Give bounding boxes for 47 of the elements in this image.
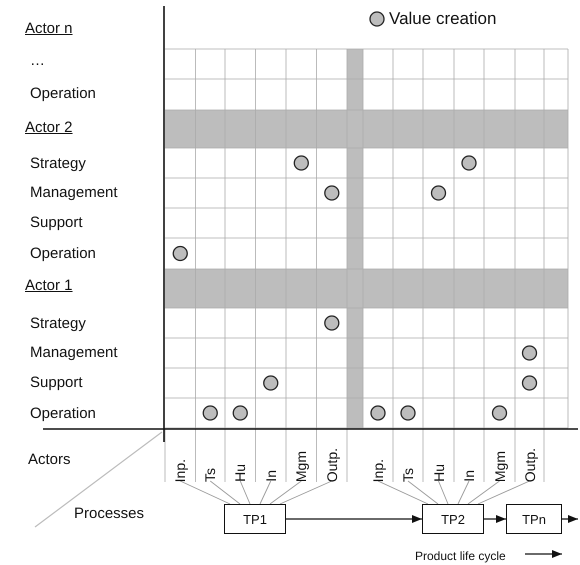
column-label: In [454, 433, 484, 482]
leader-line [210, 480, 240, 504]
column-label: Mgm [484, 433, 515, 482]
arrow [286, 515, 422, 523]
axis-label: Product life cycle [415, 548, 506, 565]
row-label: Management [30, 344, 118, 362]
leader-line [378, 480, 428, 504]
arrow [484, 515, 506, 523]
column-label: Outp. [515, 433, 544, 482]
row-label: Strategy [30, 315, 86, 333]
axis-label: Actors [28, 451, 71, 469]
column-label: In [256, 433, 286, 482]
axis-label: Processes [74, 505, 144, 523]
process-box: TPn [506, 504, 562, 534]
process-box: TP2 [422, 504, 484, 534]
row-label: … [30, 52, 45, 70]
leader-line [408, 480, 438, 504]
row-heading: Actor 1 [25, 277, 73, 295]
leader-line [468, 480, 500, 504]
row-label: Management [30, 184, 118, 202]
legend-label: Value creation [389, 10, 496, 28]
row-label: Operation [30, 245, 96, 263]
row-label: Strategy [30, 155, 86, 173]
column-label: Mgm [286, 433, 317, 482]
leader-line [458, 480, 470, 504]
leader-line [280, 480, 332, 504]
row-label: Operation [30, 405, 96, 423]
row-heading: Actor 2 [25, 119, 73, 137]
leader-line [180, 480, 230, 504]
column-label: Outp. [316, 433, 347, 482]
row-label: Operation [30, 85, 96, 103]
arrow [562, 515, 578, 523]
column-label: Inp. [363, 433, 393, 482]
column-label: Ts [393, 433, 423, 482]
column-label: Inp. [165, 433, 196, 482]
leader-line [438, 480, 448, 504]
leader-line [260, 480, 272, 504]
column-label: Hu [423, 433, 454, 482]
row-heading: Actor n [25, 20, 73, 38]
leader-line [240, 480, 250, 504]
row-label: Support [30, 214, 83, 232]
column-label: Ts [196, 433, 225, 482]
row-label: Support [30, 374, 83, 392]
leader-line [270, 480, 302, 504]
process-box: TP1 [224, 504, 286, 534]
column-label: Hu [225, 433, 256, 482]
leader-line [478, 480, 530, 504]
